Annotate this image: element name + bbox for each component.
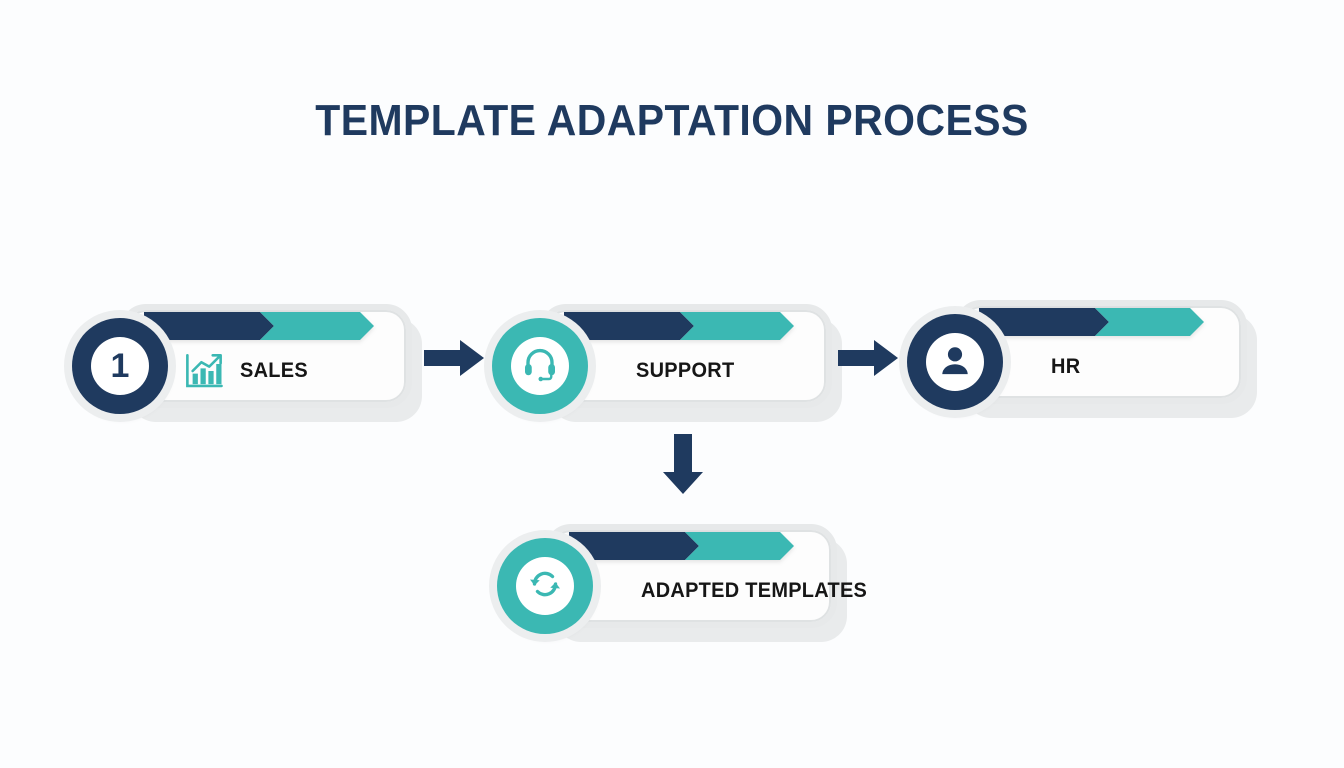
headset-icon: [522, 346, 558, 387]
badge-core: 1: [91, 337, 149, 395]
badge-core: [516, 557, 574, 615]
process-node-sales[interactable]: 1 SALES: [72, 304, 422, 422]
arrow-support-to-hr-icon: [838, 338, 900, 378]
card-content: SALES: [182, 334, 402, 408]
ribbon-segment-teal: [680, 312, 794, 340]
process-node-hr[interactable]: HR: [907, 300, 1257, 418]
process-node-support[interactable]: SUPPORT: [492, 304, 842, 422]
ribbon-banner: [564, 312, 794, 340]
card-content: ADAPTED TEMPLATES: [607, 554, 867, 628]
ribbon-segment-navy: [569, 532, 699, 560]
arrow-sales-to-support-icon: [424, 338, 486, 378]
arrow-support-to-adapted-templates-icon: [661, 434, 705, 496]
step-badge-support[interactable]: [492, 318, 588, 414]
step-number: 1: [110, 347, 130, 385]
ribbon-banner: [569, 532, 794, 560]
badge-core: [926, 333, 984, 391]
ribbon-banner: [979, 308, 1204, 336]
user-person-icon: [938, 343, 972, 382]
sync-refresh-icon: [527, 566, 563, 607]
badge-core: [511, 337, 569, 395]
ribbon-segment-teal: [260, 312, 374, 340]
card-content: SUPPORT: [602, 334, 822, 408]
ribbon-segment-navy: [144, 312, 274, 340]
ribbon-segment-navy: [979, 308, 1109, 336]
process-node-adapted-templates[interactable]: ADAPTED TEMPLATES: [497, 524, 867, 642]
page-title: TEMPLATE ADAPTATION PROCESS: [315, 96, 1029, 145]
ribbon-segment-teal: [1095, 308, 1204, 336]
node-label-sales: SALES: [240, 359, 308, 382]
step-badge-hr[interactable]: [907, 314, 1003, 410]
card-content: HR: [1017, 330, 1237, 404]
node-label-support: SUPPORT: [636, 359, 735, 382]
ribbon-segment-teal: [685, 532, 794, 560]
ribbon-banner: [144, 312, 374, 340]
node-label-adapted-templates: ADAPTED TEMPLATES: [641, 579, 868, 602]
node-label-hr: HR: [1051, 355, 1081, 378]
step-badge-adapted-templates[interactable]: [497, 538, 593, 634]
step-badge-1[interactable]: 1: [72, 318, 168, 414]
bar-chart-growth-icon: [182, 349, 226, 393]
ribbon-segment-navy: [564, 312, 694, 340]
